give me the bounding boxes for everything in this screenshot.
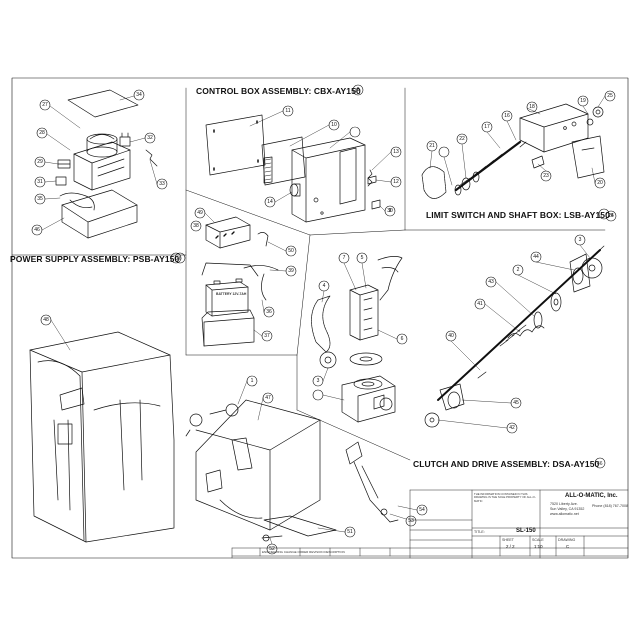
callout-power-supply-28: 28 [39, 129, 45, 136]
limit-switch-title-number: 15 [608, 213, 614, 219]
control-box-title: CONTROL BOX ASSEMBLY: CBX-AY150 [196, 86, 361, 96]
callout-limit-switch-25: 25 [607, 92, 613, 99]
callout-frame-1: 1 [250, 377, 254, 384]
callout-control-box-11: 11 [285, 107, 291, 114]
revision-value: C [566, 544, 570, 549]
scale-label: SCALE [532, 538, 544, 542]
revision-label: DRAWING [558, 538, 576, 542]
sheet-value: 2 / 2 [506, 544, 515, 549]
sheet-label: SHEET [502, 538, 514, 542]
callout-limit-switch-16: 16 [504, 112, 510, 119]
callout-clutch-3: 3 [578, 236, 582, 243]
callout-limit-switch-20: 20 [597, 179, 603, 186]
callout-limit-switch-19: 19 [580, 97, 586, 104]
company-address-line2: Sun Valley, CA 91352 [550, 507, 585, 511]
callout-drive-4: 4 [322, 282, 326, 289]
callout-control-box-9: 9 [388, 207, 392, 214]
battery-assembly [201, 216, 279, 347]
callout-power-supply-32: 32 [147, 134, 153, 141]
power-supply-title: POWER SUPPLY ASSEMBLY: PSB-AY150 [10, 254, 180, 264]
callout-clutch-43: 43 [488, 278, 494, 285]
cover-plate [67, 89, 139, 118]
limit-switch-title: LIMIT SWITCH AND SHAFT BOX: LSB-AY150 [426, 210, 610, 220]
callout-frame-51: 51 [347, 528, 353, 535]
callout-power-supply-35: 35 [37, 195, 43, 202]
callout-control-box-30: 30 [387, 207, 393, 214]
callout-control-box-10: 10 [331, 121, 337, 128]
callout-power-supply-29: 29 [37, 158, 43, 165]
callout-drive-7: 7 [342, 254, 346, 261]
callout-clutch-45: 45 [513, 399, 519, 406]
callout-battery-38: 38 [193, 222, 199, 229]
control-box-assembly [205, 114, 381, 223]
company-address-line1: 7520 Liberty Ave. [550, 502, 578, 506]
title-block-lines [231, 489, 629, 559]
callout-limit-switch-22: 22 [459, 135, 465, 142]
control-box-title-number: 8 [355, 88, 358, 94]
clutch-drive-title-number: 46 [597, 461, 603, 467]
proprietary-notice: THE INFORMATION CONTAINED IN THIS DRAWIN… [474, 492, 536, 503]
callout-clutch-44: 44 [533, 253, 539, 260]
callout-control-box-13: 13 [393, 148, 399, 155]
callout-frame-53: 53 [408, 517, 414, 524]
callout-drive-5: 5 [360, 254, 364, 261]
callout-control-box-12: 12 [393, 178, 399, 185]
callout-circles [31, 84, 617, 555]
title-label: TITLE: [474, 530, 485, 534]
callout-drive-3: 3 [316, 377, 320, 384]
callout-power-supply-46: 46 [34, 226, 40, 233]
company-website: www.allomatic.net [550, 512, 579, 516]
callout-limit-switch-18: 18 [529, 103, 535, 110]
callout-drive-6: 6 [400, 335, 404, 342]
callout-limit-switch-24: 24 [608, 212, 614, 219]
callout-clutch-42: 42 [509, 424, 515, 431]
callout-battery-36: 36 [266, 308, 272, 315]
clutch-assembly [424, 245, 605, 428]
leader-lines [41, 95, 606, 545]
callout-battery-49: 49 [197, 209, 203, 216]
section-dividers [11, 87, 606, 461]
callout-clutch-2: 2 [516, 266, 520, 273]
callout-control-box-14: 14 [267, 198, 273, 205]
callout-frame-47: 47 [265, 394, 271, 401]
callout-limit-switch-21: 21 [429, 142, 435, 149]
callout-frame-52: 52 [269, 545, 275, 552]
callout-power-supply-31: 31 [37, 178, 43, 185]
power-supply-title-number: 26 [176, 256, 182, 262]
cover-housing [29, 331, 175, 543]
cover-panel [205, 114, 266, 176]
callout-control-box-8: 8 [356, 86, 360, 93]
company-name: ALL-O-MATIC, Inc. [565, 493, 618, 499]
callout-clutch-41: 41 [477, 300, 483, 307]
clutch-drive-title: CLUTCH AND DRIVE ASSEMBLY: DSA-AY150 [413, 459, 600, 469]
callout-limit-switch-17: 17 [484, 123, 490, 130]
callout-battery-39: 39 [288, 267, 294, 274]
scale-value: 1:10 [534, 544, 543, 549]
callout-power-supply-34: 34 [136, 91, 142, 98]
callout-clutch-40: 40 [448, 332, 454, 339]
callout-power-supply-27: 27 [42, 101, 48, 108]
model-number: SL-150 [516, 528, 536, 534]
callout-limit-switch-23: 23 [543, 172, 549, 179]
main-frame [185, 399, 399, 542]
power-supply-assembly [55, 89, 158, 239]
revision-table-header: ENGINEERING CHANGE ORDER REVISION DESCRI… [262, 550, 345, 554]
callout-frame-54: 54 [419, 506, 425, 513]
callout-power-supply-33: 33 [159, 180, 165, 187]
limit-switch-assembly [421, 103, 605, 199]
battery-label: BATTERY 12V-7AH [216, 292, 247, 296]
company-phone: Phone (818) 767-7008 [592, 504, 628, 508]
callout-battery-37: 37 [264, 332, 270, 339]
callout-frame-48: 48 [43, 316, 49, 323]
sheet-border [11, 77, 629, 559]
callout-battery-50: 50 [288, 247, 294, 254]
